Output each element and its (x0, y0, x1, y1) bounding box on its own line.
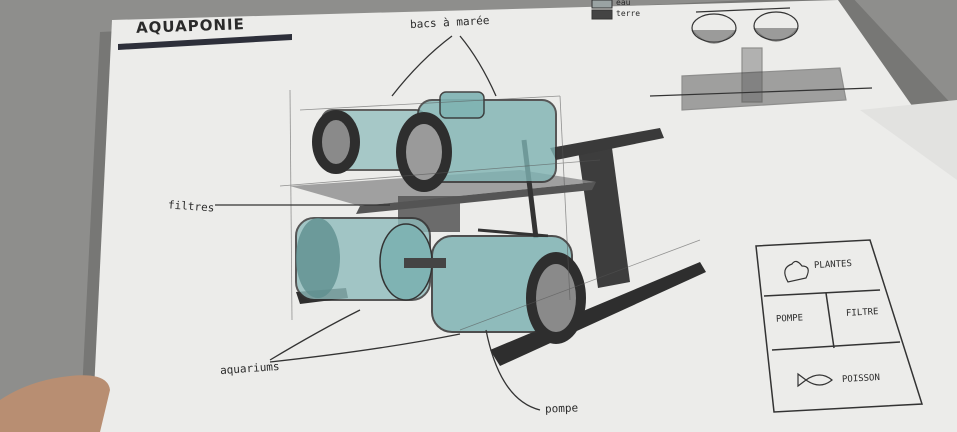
side-view-sketch (649, 7, 873, 111)
legend-soil-label: terre (616, 9, 641, 18)
sheet-title: AQUAPONIE (135, 15, 246, 37)
fish-icon (797, 372, 833, 388)
plan-pump-label: POMPE (775, 313, 804, 325)
aquarium-connector (404, 258, 446, 268)
plan-grid (755, 239, 924, 413)
plan-filter-label: FILTRE (845, 307, 879, 319)
construction-lines (279, 89, 701, 331)
frame-top-beam (550, 128, 664, 160)
legend-soil-swatch (591, 9, 613, 20)
sketch-sheet (92, 0, 957, 432)
plant-icon (784, 260, 809, 283)
pump-label: pompe (544, 401, 579, 416)
upper-tub-right (396, 91, 557, 192)
plan-plants-label: PLANTES (813, 259, 853, 271)
title-underline (118, 34, 292, 50)
plan-fish-label: POISSON (841, 373, 881, 385)
hand (0, 375, 110, 432)
aquarium-right (431, 235, 586, 344)
sheet-corner (860, 100, 957, 180)
legend-water-swatch (591, 0, 613, 9)
annotation-arrows (215, 35, 541, 411)
legend-water-label: eau (616, 0, 631, 7)
